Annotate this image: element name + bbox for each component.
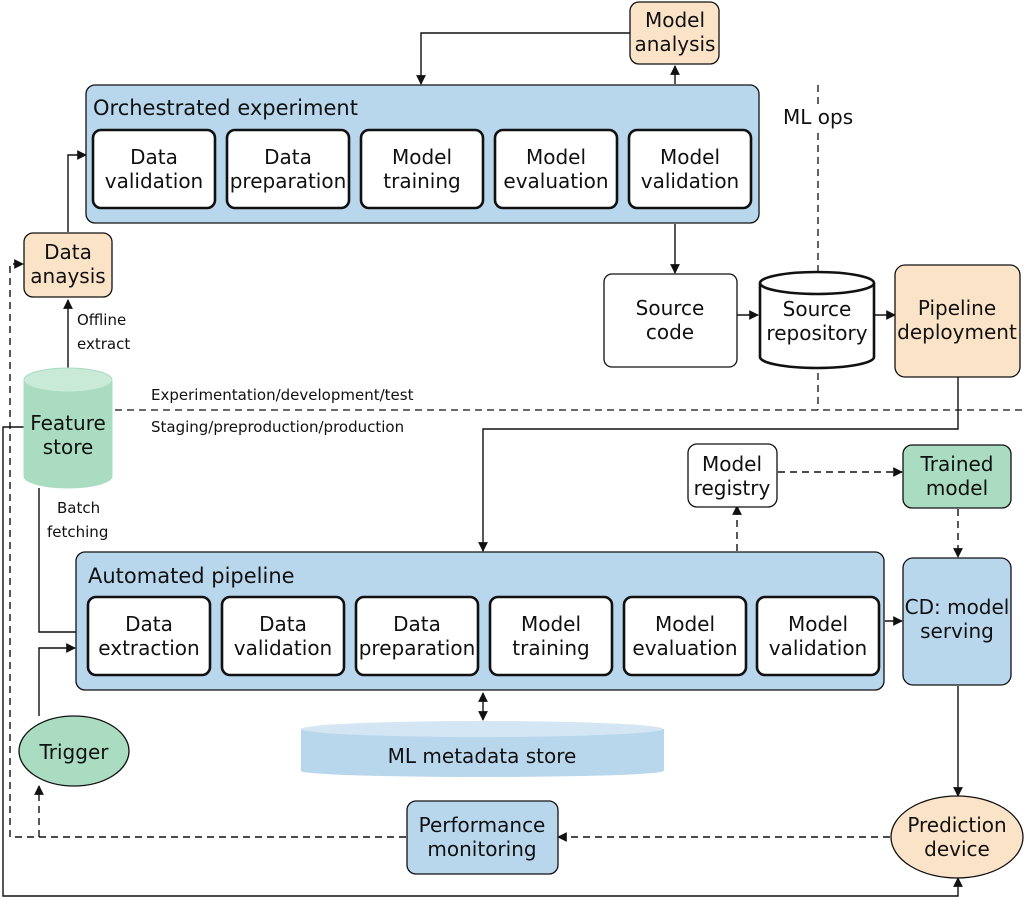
auto-step-2-line-2: validation bbox=[234, 636, 332, 660]
feature-store-cylinder: Feature store bbox=[23, 367, 113, 489]
trained-model-label-1: Trained bbox=[920, 452, 994, 476]
auto-step-data-extraction: Data extraction bbox=[86, 595, 212, 677]
performance-monitoring-box: Performance monitoring bbox=[406, 800, 559, 875]
orch-step-data-validation: Data validation bbox=[91, 128, 217, 210]
performance-monitoring-label-1: Performance bbox=[419, 813, 546, 837]
auto-step-3-line-2: preparation bbox=[359, 636, 476, 660]
auto-step-6-line-1: Model bbox=[788, 612, 848, 636]
data-analysis-label-2: anaysis bbox=[30, 264, 105, 288]
batch-fetching-label-2: fetching bbox=[47, 523, 108, 541]
performance-monitoring-label-2: monitoring bbox=[427, 837, 536, 861]
trigger-node: Trigger bbox=[18, 715, 130, 787]
env-prod-label: Staging/preproduction/production bbox=[151, 418, 404, 436]
auto-step-model-training: Model training bbox=[488, 595, 614, 677]
prediction-device-label-2: device bbox=[924, 837, 990, 861]
pipeline-deployment-label-2: deployment bbox=[897, 320, 1017, 344]
auto-step-2-line-1: Data bbox=[259, 612, 307, 636]
orch-step-model-training: Model training bbox=[359, 128, 485, 210]
orch-step-3-line-2: training bbox=[383, 169, 460, 193]
feature-store-label-2: store bbox=[43, 435, 94, 459]
orch-step-1-line-2: validation bbox=[105, 169, 203, 193]
ml-metadata-store-cylinder: ML metadata store bbox=[301, 721, 664, 777]
cd-model-serving-box: CD: model serving bbox=[902, 557, 1012, 686]
auto-step-1-line-2: extraction bbox=[98, 636, 199, 660]
ml-ops-label-bg bbox=[795, 104, 841, 128]
orch-step-5-line-1: Model bbox=[660, 145, 720, 169]
ml-ops-label: ML ops bbox=[783, 105, 853, 129]
source-code-label-1: Source bbox=[636, 296, 705, 320]
model-registry-label-2: registry bbox=[694, 476, 771, 500]
prediction-device-label-1: Prediction bbox=[907, 813, 1006, 837]
data-analysis-label-1: Data bbox=[44, 240, 92, 264]
model-analysis-label-2: analysis bbox=[635, 32, 716, 56]
orch-step-2-line-2: preparation bbox=[230, 169, 347, 193]
pipeline-deployment-label-1: Pipeline bbox=[918, 296, 996, 320]
orch-step-1-line-1: Data bbox=[130, 145, 178, 169]
dashed-connectors bbox=[9, 259, 963, 842]
pipeline-deployment-box: Pipeline deployment bbox=[894, 264, 1021, 378]
orch-step-model-evaluation: Model evaluation bbox=[493, 128, 619, 210]
source-code-label-2: code bbox=[646, 320, 694, 344]
auto-step-data-preparation: Data preparation bbox=[354, 595, 480, 677]
orch-step-5-line-2: validation bbox=[641, 169, 739, 193]
model-registry-box: Model registry bbox=[687, 443, 778, 508]
auto-step-5-line-1: Model bbox=[655, 612, 715, 636]
source-code-box: Source code bbox=[603, 273, 738, 368]
offline-extract-label-2: extract bbox=[77, 335, 130, 353]
auto-step-5-line-2: evaluation bbox=[632, 636, 737, 660]
auto-step-4-line-2: training bbox=[512, 636, 589, 660]
model-analysis-box: Model analysis bbox=[629, 1, 720, 65]
auto-step-3-line-1: Data bbox=[393, 612, 441, 636]
auto-step-1-line-1: Data bbox=[125, 612, 173, 636]
data-analysis-box: Data anaysis bbox=[23, 232, 113, 298]
source-repository-cylinder: Source repository bbox=[758, 270, 876, 370]
prediction-device-node: Prediction device bbox=[890, 795, 1024, 879]
source-repository-label-1: Source bbox=[783, 297, 852, 321]
trained-model-label-2: model bbox=[926, 476, 988, 500]
orch-step-model-validation: Model validation bbox=[627, 128, 753, 210]
cd-model-serving-label-1: CD: model bbox=[905, 595, 1010, 619]
trained-model-box: Trained model bbox=[902, 444, 1012, 509]
orch-step-4-line-1: Model bbox=[526, 145, 586, 169]
feature-store-label-1: Feature bbox=[30, 411, 106, 435]
auto-step-6-line-2: validation bbox=[769, 636, 867, 660]
auto-step-model-evaluation: Model evaluation bbox=[622, 595, 748, 677]
offline-extract-label-1: Offline bbox=[77, 311, 126, 329]
orch-step-2-line-1: Data bbox=[264, 145, 312, 169]
batch-fetching-label-1: Batch bbox=[57, 499, 100, 517]
ml-metadata-store-label: ML metadata store bbox=[388, 744, 577, 768]
automated-pipeline-container: Automated pipeline Data extraction Data … bbox=[75, 551, 885, 691]
trigger-label: Trigger bbox=[39, 740, 110, 764]
cd-model-serving-label-2: serving bbox=[920, 619, 994, 643]
env-dev-label: Experimentation/development/test bbox=[151, 386, 414, 404]
orchestrated-experiment-title: Orchestrated experiment bbox=[93, 96, 358, 120]
orch-step-data-preparation: Data preparation bbox=[225, 128, 351, 210]
auto-step-data-validation: Data validation bbox=[220, 595, 346, 677]
orchestrated-experiment-container: Orchestrated experiment Data validation … bbox=[85, 84, 760, 224]
orch-step-3-line-1: Model bbox=[392, 145, 452, 169]
auto-step-4-line-1: Model bbox=[521, 612, 581, 636]
model-analysis-label-1: Model bbox=[645, 8, 705, 32]
auto-step-model-validation: Model validation bbox=[755, 595, 881, 677]
orch-step-4-line-2: evaluation bbox=[503, 169, 608, 193]
source-repository-label-2: repository bbox=[766, 321, 867, 345]
automated-pipeline-title: Automated pipeline bbox=[88, 564, 295, 588]
model-registry-label-1: Model bbox=[702, 452, 762, 476]
